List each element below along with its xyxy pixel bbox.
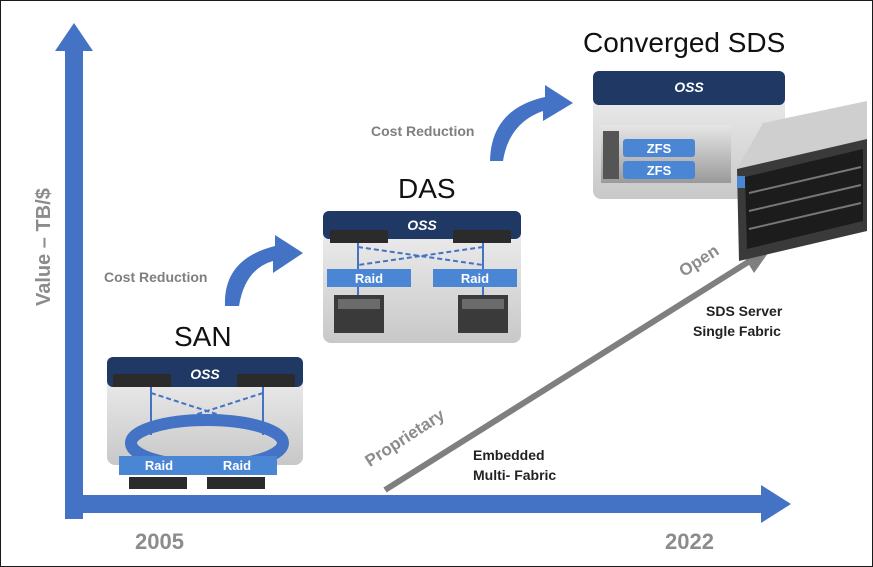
storage-enclosure-image	[737, 101, 867, 261]
y-axis-arrow	[55, 23, 93, 519]
cost-reduction-label-1: Cost Reduction	[104, 269, 208, 285]
x-axis-start-year: 2005	[135, 529, 184, 554]
embedded-note-line-1: Embedded	[473, 447, 545, 463]
das-panel	[323, 211, 521, 343]
sds-panel	[593, 71, 785, 199]
x-axis-arrow	[65, 485, 791, 523]
san-oss-label: OSS	[190, 366, 220, 382]
embedded-note-line-2: Multi- Fabric	[473, 467, 557, 483]
sds-title: Converged SDS	[583, 27, 786, 58]
sds-oss-label: OSS	[674, 79, 704, 95]
sds-note: SDS Server Single Fabric	[693, 301, 782, 341]
san-title: SAN	[174, 321, 232, 352]
cost-reduction-arrow-2	[490, 85, 573, 161]
sds-zfs-label-1: ZFS	[646, 141, 672, 156]
san-raid-label-2: Raid	[222, 458, 252, 473]
cost-reduction-arrow-1	[224, 235, 303, 306]
das-title: DAS	[398, 173, 456, 204]
y-axis-label: Value – TB/$	[33, 188, 55, 306]
das-raid-label-1: Raid	[354, 271, 384, 286]
sds-note-line-1: SDS Server	[706, 303, 783, 319]
sds-zfs-label-2: ZFS	[646, 163, 672, 178]
das-raid-label-2: Raid	[460, 271, 490, 286]
sds-note-line-2: Single Fabric	[693, 323, 781, 339]
embedded-note: Embedded Multi- Fabric	[473, 445, 556, 485]
san-panel	[107, 357, 303, 489]
x-axis-end-year: 2022	[665, 529, 714, 554]
das-oss-label: OSS	[407, 217, 437, 233]
san-raid-label-1: Raid	[144, 458, 174, 473]
cost-reduction-label-2: Cost Reduction	[371, 123, 475, 139]
